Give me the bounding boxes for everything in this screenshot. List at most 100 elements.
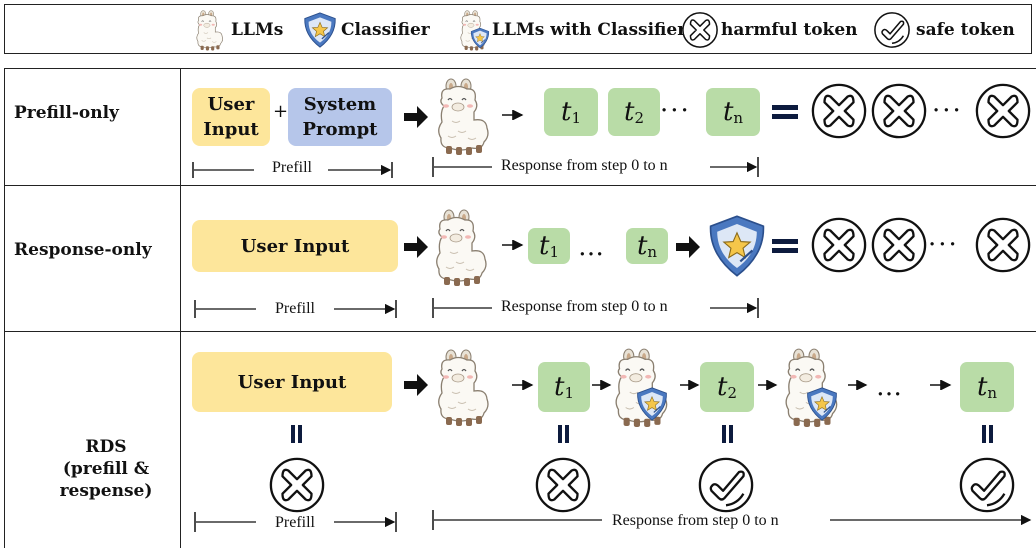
- prefill-label: Prefill: [275, 514, 315, 531]
- x-circle-icon: [268, 456, 326, 514]
- llama-with-shield-icon: [778, 346, 842, 428]
- token-letter: t: [717, 372, 728, 402]
- legend-llms-label: LLMs: [231, 20, 284, 40]
- prefill-measure-line: [192, 162, 393, 178]
- token-letter: t: [539, 231, 550, 261]
- token-letter: t: [722, 97, 734, 127]
- token-subscript: n: [647, 243, 658, 261]
- small-arrow-icon: [848, 380, 868, 390]
- token-subscript: n: [987, 384, 998, 402]
- response-measure-line: [432, 298, 759, 318]
- small-arrow-icon: [592, 380, 612, 390]
- table-left-border: [4, 68, 5, 548]
- prefill-measure-line: [194, 512, 397, 532]
- legend-llms-with-classifier-label: LLMs with Classifier: [492, 20, 687, 40]
- small-arrow-icon: [502, 110, 524, 120]
- plus-sign: +: [273, 101, 289, 122]
- ellipsis: …: [578, 232, 606, 262]
- row-label-prefill-only: Prefill-only: [14, 103, 119, 123]
- token-subscript: n: [733, 109, 744, 127]
- llama-with-shield-icon: [608, 346, 672, 428]
- token-subscript: 2: [727, 384, 737, 402]
- x-circle-icon: [870, 82, 928, 140]
- llama-icon: [191, 9, 227, 51]
- llama-icon: [432, 75, 492, 157]
- check-circle-icon: [958, 456, 1016, 514]
- table-top-border: [4, 68, 1036, 69]
- response-measure-line: [432, 510, 1032, 530]
- token-subscript: 1: [564, 384, 574, 402]
- small-arrow-icon: [502, 240, 524, 250]
- equivalence-bar: [558, 425, 569, 443]
- small-arrow-icon: [512, 380, 534, 390]
- x-circle-icon: [681, 11, 719, 49]
- ellipsis: ···: [928, 230, 959, 260]
- legend-classifier-label: Classifier: [341, 20, 430, 40]
- thick-arrow-icon: [676, 236, 700, 258]
- shield-star-icon: [704, 212, 770, 280]
- token-letter: t: [976, 372, 988, 402]
- small-arrow-icon: [680, 380, 700, 390]
- thick-arrow-icon: [404, 374, 428, 396]
- llama-with-shield-icon: [455, 9, 490, 51]
- equals-icon: [772, 239, 798, 253]
- small-arrow-icon: [930, 380, 952, 390]
- token-letter: t: [624, 97, 635, 127]
- thick-arrow-icon: [404, 106, 428, 128]
- prefill-measure-line: [194, 300, 397, 318]
- token-letter: t: [554, 372, 565, 402]
- row-divider: [4, 331, 1036, 332]
- equivalence-bar: [982, 425, 993, 443]
- rds-label-line3: respense): [59, 481, 153, 501]
- ellipsis: ···: [660, 96, 691, 126]
- column-divider: [180, 68, 181, 548]
- llama-icon: [430, 206, 490, 288]
- shield-star-icon: [301, 9, 339, 51]
- ellipsis: …: [876, 372, 904, 402]
- check-circle-icon: [873, 11, 911, 49]
- token-subscript: 1: [571, 109, 581, 127]
- token-letter: t: [636, 231, 648, 261]
- check-circle-icon: [697, 456, 755, 514]
- equals-icon: [772, 105, 798, 119]
- response-label: Response from step 0 to n: [501, 298, 668, 315]
- user-input-box: User Input: [192, 88, 270, 146]
- thick-arrow-icon: [404, 236, 428, 258]
- user-input-box: User Input: [192, 220, 398, 272]
- rds-label-line2: (prefill &: [62, 459, 150, 479]
- legend-safe-token-label: safe token: [916, 20, 1015, 40]
- response-measure-line: [432, 157, 759, 177]
- x-circle-icon: [534, 456, 592, 514]
- equivalence-bar: [291, 425, 302, 443]
- user-input-box: User Input: [192, 352, 392, 412]
- equivalence-bar: [722, 425, 733, 443]
- response-label: Response from step 0 to n: [612, 512, 779, 529]
- x-circle-icon: [810, 216, 868, 274]
- small-arrow-icon: [758, 380, 778, 390]
- x-circle-icon: [870, 216, 928, 274]
- system-prompt-box: System Prompt: [288, 88, 392, 146]
- rds-label-line1: RDS: [85, 437, 127, 457]
- prefill-label: Prefill: [275, 300, 315, 317]
- llama-icon: [432, 346, 492, 428]
- x-circle-icon: [974, 82, 1032, 140]
- legend-harmful-token-label: harmful token: [721, 20, 858, 40]
- row-divider: [4, 185, 1036, 186]
- row-label-response-only: Response-only: [14, 240, 152, 260]
- x-circle-icon: [974, 216, 1032, 274]
- ellipsis: ···: [932, 96, 963, 126]
- token-letter: t: [561, 97, 572, 127]
- token-subscript: 1: [549, 243, 559, 261]
- legend: LLMs Classifier LLMs with Classifier har…: [4, 4, 1032, 54]
- x-circle-icon: [810, 82, 868, 140]
- token-subscript: 2: [634, 109, 644, 127]
- row-label-rds: RDS (prefill & respense): [54, 436, 158, 502]
